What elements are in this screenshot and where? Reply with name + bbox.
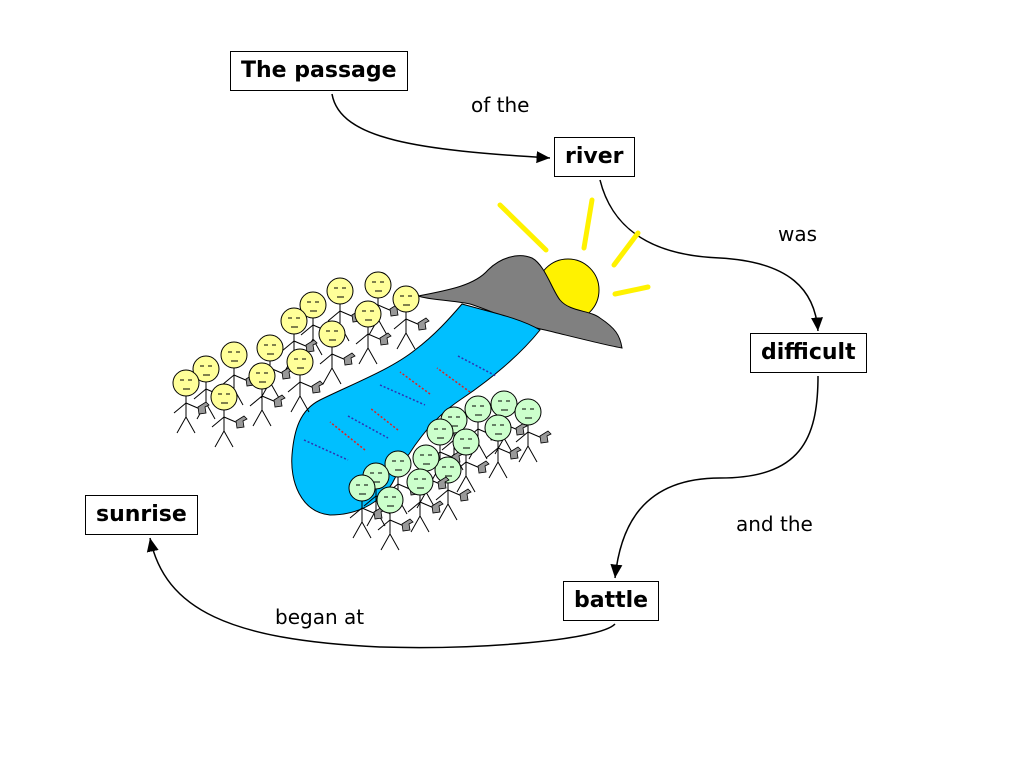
node-river: river (554, 137, 635, 177)
army-icon (172, 271, 430, 448)
soldier-icon (484, 414, 522, 479)
edge-battle-sunrise (146, 537, 616, 649)
connectors (146, 93, 823, 649)
edge-label-began-at: began at (275, 605, 365, 629)
edge-label-was: was (778, 222, 818, 246)
crossing-arrows (303, 355, 497, 461)
soldier-icon (514, 398, 552, 463)
soldier-icon (210, 383, 248, 448)
soldier-icon (286, 348, 324, 413)
node-sunrise: sunrise (85, 495, 198, 535)
edge-difficult-battle (610, 375, 819, 579)
soldier-icon (434, 456, 472, 521)
soldier-icon (376, 486, 414, 551)
edge-label-of-the: of the (471, 93, 530, 117)
soldier-icon (318, 320, 356, 385)
soldier-icon (354, 300, 392, 365)
soldier-icon (172, 369, 210, 434)
illustration (172, 197, 651, 551)
node-difficult: difficult (750, 333, 867, 373)
edge-passage-river (331, 93, 551, 164)
soldier-icon (392, 285, 430, 350)
edge-river-difficult (599, 179, 823, 332)
army-icon (348, 390, 552, 551)
node-battle: battle (563, 581, 660, 621)
node-the-passage: The passage (230, 51, 408, 91)
soldier-icon (452, 428, 490, 493)
soldier-icon (406, 468, 444, 533)
sun-rays (497, 197, 651, 297)
edge-label-and-the: and the (736, 512, 813, 536)
soldier-icon (248, 362, 286, 427)
soldier-icon (280, 307, 318, 372)
river-icon (291, 303, 541, 516)
